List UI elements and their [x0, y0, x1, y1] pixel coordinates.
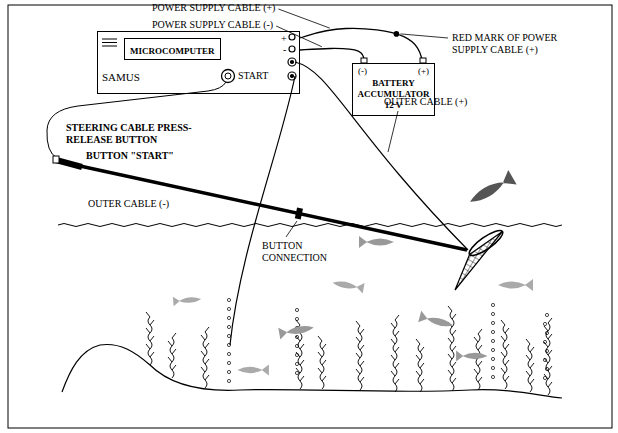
bubble [543, 358, 546, 361]
leader-line [400, 34, 448, 38]
bubble [227, 298, 230, 301]
fish [173, 170, 533, 375]
terminal-sign: (+) [418, 66, 429, 77]
start-button [222, 70, 235, 83]
cable-name: POWER SUPPLY CABLE (-) [152, 19, 273, 31]
bubble [227, 316, 230, 319]
button-connection [295, 207, 303, 219]
bubble [295, 335, 298, 338]
bubble [491, 312, 494, 315]
plant [448, 306, 456, 391]
bubble [491, 303, 494, 306]
leader-line [276, 26, 322, 47]
bubble [227, 343, 230, 346]
fish [456, 351, 488, 362]
bubble [227, 361, 230, 364]
bubble [545, 367, 548, 370]
bubble [295, 362, 298, 365]
bubble [491, 330, 494, 333]
mark-note: RED MARK OF POWER SUPPLY CABLE (+) [452, 32, 582, 56]
bubble [543, 322, 546, 325]
plant [416, 339, 424, 392]
socket [288, 34, 296, 80]
bubble [295, 371, 298, 374]
pole [80, 166, 467, 250]
seabed [62, 344, 562, 398]
plant [146, 312, 154, 365]
plant [168, 333, 176, 378]
brand-name: SAMUS [102, 72, 140, 83]
bubble [491, 321, 494, 324]
plant [474, 329, 482, 390]
fish [418, 311, 455, 332]
part-name: MICROCOMPUTER [130, 46, 215, 57]
leader-line [388, 111, 398, 152]
bubble [491, 375, 494, 378]
bubbles [227, 298, 548, 382]
bubble [491, 348, 494, 351]
fish [359, 236, 394, 248]
power-cable [300, 28, 423, 63]
battery-box: (-)(+)BATTERY ACCUMULATOR 12 V [352, 63, 435, 116]
bubble [295, 344, 298, 347]
bubble [545, 349, 548, 352]
plant [526, 339, 534, 392]
bubble [227, 352, 230, 355]
bubble [227, 370, 230, 373]
plant [356, 321, 364, 390]
fish [466, 170, 517, 209]
fish [237, 365, 269, 376]
bubble [543, 340, 546, 343]
fish [278, 322, 315, 340]
fish [332, 277, 365, 293]
leader-line [278, 9, 329, 28]
button-name: START [238, 70, 268, 81]
terminal-sign: - [283, 44, 286, 55]
bubble [543, 376, 546, 379]
cable-name: POWER SUPPLY CABLE (+) [152, 2, 275, 14]
plant [318, 336, 326, 389]
net [455, 227, 506, 290]
fish [498, 279, 533, 291]
bubble [227, 307, 230, 310]
bubble [545, 331, 548, 334]
menu-icon [102, 39, 117, 46]
plant [201, 327, 209, 388]
leader-line [286, 221, 297, 237]
handle [53, 156, 82, 167]
plant [501, 320, 509, 389]
plants [146, 306, 552, 395]
bubble [491, 357, 494, 360]
bubble [295, 308, 298, 311]
terminal-sign: + [281, 33, 287, 44]
device-box: +- SAMUS START MICROCOMPUTER [97, 31, 300, 94]
bubble [227, 334, 230, 337]
fish [173, 294, 202, 306]
terminal-sign: (-) [358, 66, 367, 77]
red-mark [394, 31, 400, 37]
frame [8, 5, 612, 428]
microcomputer-box: MICROCOMPUTER [124, 38, 221, 60]
bubble [295, 317, 298, 320]
water-line [58, 224, 562, 227]
bubble [491, 366, 494, 369]
bubble [545, 313, 548, 316]
bubble [491, 339, 494, 342]
plant [391, 315, 399, 392]
outer-cable [295, 62, 468, 250]
bubble [227, 325, 230, 328]
power-cable [300, 48, 364, 63]
bubble [227, 379, 230, 382]
part-name: BUTTON CONNECTION [262, 240, 342, 264]
cable-name: OUTER CABLE (-) [88, 198, 169, 210]
plant [544, 318, 552, 395]
cable-name: OUTER CABLE (+) [384, 96, 467, 108]
button-name: BUTTON "START" [86, 150, 174, 162]
part-name: STEERING CABLE PRESS-RELEASE BUTTON [66, 122, 196, 146]
bubble [295, 353, 298, 356]
